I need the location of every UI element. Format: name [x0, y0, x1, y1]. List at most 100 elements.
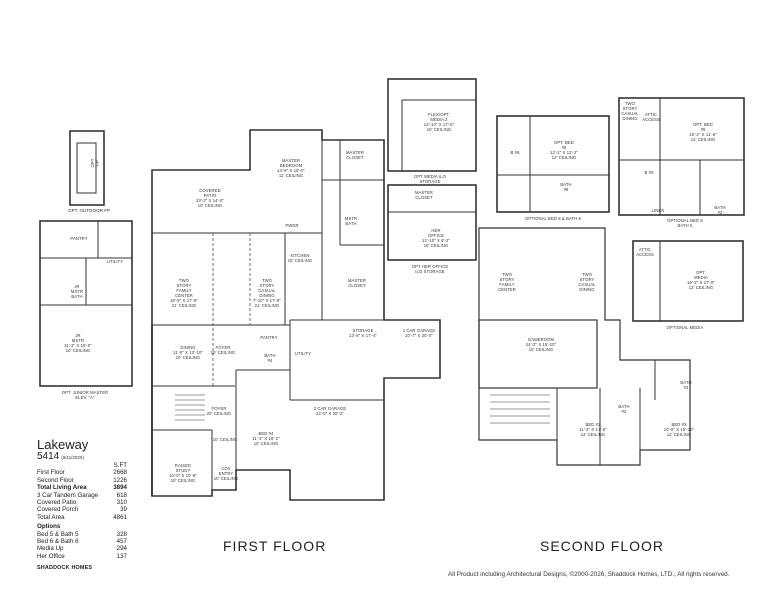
- room-foyer-top: FOYER 10' CEILING: [210, 345, 236, 355]
- room-pantry-first: PANTRY: [260, 335, 278, 340]
- room-pantry-jm: PANTRY: [70, 236, 88, 241]
- model-date: (9/11/2020): [61, 455, 84, 460]
- option-label: Media Up: [37, 545, 64, 553]
- sqft-row-value: 618: [116, 491, 127, 499]
- media-storage-outline: [387, 78, 477, 172]
- outdoor-fp-outline: [69, 130, 105, 206]
- option-label: Her Office: [37, 552, 65, 560]
- sqft-row-value: 1226: [113, 476, 127, 484]
- room-linen: LINEN: [651, 208, 665, 213]
- room-bath6: B #6: [510, 150, 520, 155]
- caption-outdoor-fp: OPT. OUTDOOR FP: [68, 208, 111, 213]
- sqft-header: S.FT: [113, 462, 127, 469]
- copyright-notice: All Product including Architectural Desi…: [448, 571, 730, 578]
- room-bath2-top: BATH #2: [714, 205, 726, 215]
- sqft-row: Covered Patio 310: [37, 499, 127, 506]
- room-utility-first: UTILITY: [294, 351, 312, 356]
- room-raised-study: RAISED STUDY 10'-0" X 10'-8" 10' CEILING: [169, 463, 197, 483]
- room-ten-ceiling: 10' CEILING: [212, 437, 238, 442]
- room-master-closet-alt: MASTER CLOSET: [414, 190, 434, 200]
- room-bath3: BATH #3: [680, 380, 692, 390]
- room-pwdr: PWDR: [285, 223, 299, 228]
- option-value: 457: [116, 538, 127, 546]
- room-bath2: BATH #2: [618, 404, 630, 414]
- option-value: 328: [116, 530, 127, 538]
- first-floor-title: FIRST FLOOR: [223, 538, 327, 554]
- room-covered-patio: COVERED PATIO 23'-3" X 14'-0" 10' CEILIN…: [196, 188, 224, 208]
- room-opt-bed6: OPT. BED #6 12'-2" X 12'-2" 12' CEILING: [550, 140, 578, 160]
- room-attic-access-media: ATTIC ACCESS: [636, 247, 654, 257]
- sqft-row-value: 2668: [113, 469, 127, 477]
- room-cov-entry: COV ENTRY 10' CEILING: [213, 466, 239, 481]
- room-gameroom: GAMEROOM 24'-3" X 15'-10" 10' CEILING: [525, 337, 557, 352]
- room-mstr-bath: MSTR BATH: [344, 216, 358, 226]
- sqft-row-value: 39: [120, 506, 127, 514]
- sqft-row-label: Total Area: [37, 513, 65, 521]
- room-opt-fp: OPT FP: [90, 158, 100, 168]
- caption-bed5-bath5: OPTIONAL BED 5 BATH 5: [667, 218, 703, 228]
- room-bed2: BED #2 11'-3" X 17'-6" 12' CEILING: [579, 422, 607, 437]
- sqft-row: First Floor 2668: [37, 469, 127, 476]
- sqft-row-value: 4861: [113, 513, 127, 521]
- room-master-bedroom: MASTER BEDROOM 14'-6" X 18'-0" 11' CEILI…: [277, 158, 305, 178]
- sqft-row: Covered Porch 39: [37, 506, 127, 513]
- room-jr-mstr-bath: JR MSTR BATH: [70, 284, 84, 299]
- room-two-story-family-up: TWO STORY FAMILY CENTER: [498, 272, 516, 292]
- option-row: Bed 5 & Bath 5 328: [37, 531, 127, 538]
- opt-media-outline: [632, 240, 744, 322]
- sqft-row-label: Covered Porch: [37, 506, 79, 514]
- model-number: 5414: [37, 451, 60, 462]
- option-value: 294: [116, 545, 127, 553]
- caption-bed6-bath6: OPTIONAL BED 6 & BATH 6: [524, 216, 582, 221]
- room-dining: DINING 11'-0" X 13'-10" 10' CEILING: [172, 345, 204, 360]
- sqft-header-row: S.FT: [37, 462, 127, 469]
- sqft-row-label: Covered Patio: [37, 499, 77, 507]
- room-bath5: B #5: [644, 170, 654, 175]
- room-master-closet-top: MASTER CLOSET: [345, 150, 365, 160]
- room-storage: STORAGE 13'-8" X 17'-4": [349, 328, 377, 338]
- option-row: Media Up 294: [37, 545, 127, 552]
- sqft-row-value: 310: [116, 499, 127, 507]
- model-number-line: 5414(9/11/2020): [37, 451, 84, 462]
- sqft-row-label: Second Floor: [37, 476, 74, 484]
- room-flex-media: FLEX/OPT. MEDIA 2 12'-10" X 17'-0" 10' C…: [423, 112, 455, 132]
- option-row: Her Office 137: [37, 553, 127, 560]
- room-bath6b: BATH #6: [560, 182, 572, 192]
- options-header: Options: [37, 523, 61, 531]
- sqft-row-label: First Floor: [37, 469, 65, 477]
- room-one-car-garage: 1 CAR GARAGE 10'-7" X 20'-0": [402, 328, 436, 338]
- option-value: 137: [116, 552, 127, 560]
- sqft-row: Second Floor 1226: [37, 477, 127, 484]
- room-her-office: HER OFFICE 12'-10" X 8'-2" 10' CEILING: [422, 228, 450, 248]
- room-jr-mstr: JR MSTR 11'-2" X 16'-0" 10' CEILING: [64, 333, 92, 353]
- opt-bed6-outline: [496, 115, 610, 213]
- room-two-car-garage: 2 CAR GARAGE 22'-0" X 20'-2": [313, 406, 347, 416]
- caption-media-ilo-storage: OPT MEDIA ILO STORAGE: [414, 174, 446, 184]
- room-two-story-casual-top: TWO STORY CASUAL DINING: [621, 101, 639, 121]
- sqft-row-value: 3894: [113, 484, 127, 492]
- opt-bed5-outline: [618, 97, 745, 216]
- room-two-story-family: TWO STORY FAMILY CENTER 16'-8" X 17'-9" …: [170, 278, 198, 308]
- sqft-row: Total Living Area 3894: [37, 484, 127, 491]
- room-foyer-bottom: FOYER 20' CEILING: [206, 406, 232, 416]
- junior-master-outline: [39, 220, 133, 387]
- brand-name: SHADDOCK HOMES: [37, 565, 93, 571]
- room-opt-bed5: OPT. BED #5 16'-2" X 11'-6" 12' CEILING: [689, 122, 717, 142]
- sqft-row-label: 3 Car Tandem Garage: [37, 491, 99, 499]
- room-two-story-dining-up: TWO STORY CASUAL DINING: [578, 272, 596, 292]
- second-floor-title: SECOND FLOOR: [540, 538, 665, 554]
- room-kitchen: KITCHEN 10' CEILING: [287, 253, 313, 263]
- room-two-story-dining: TWO STORY CASUAL DINING 7'-10" X 17'-9" …: [253, 278, 281, 308]
- room-attic-access-top: ATTIC ACCESS: [642, 112, 660, 122]
- model-name: Lakeway: [37, 437, 89, 452]
- room-master-closet-bottom: MASTER CLOSET: [347, 278, 367, 288]
- sqft-row-label: Total Living Area: [37, 484, 87, 492]
- room-utility-jm: UTILITY: [106, 259, 124, 264]
- room-bed3: BED #3 10'-8" X 15'-10" 12' CEILING: [663, 422, 695, 437]
- her-office-outline: [387, 184, 477, 261]
- option-label: Bed 5 & Bath 5: [37, 530, 79, 538]
- caption-junior-master: OPT. JUNIOR MASTER ELEV. "A": [61, 390, 109, 400]
